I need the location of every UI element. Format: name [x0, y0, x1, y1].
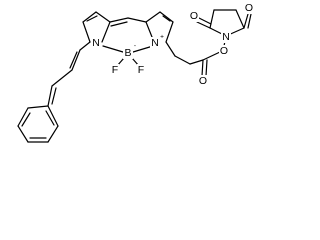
fluorine-left-label: F [112, 64, 118, 76]
butadienyl-chain [47, 49, 81, 107]
boron-charge: - [134, 43, 136, 50]
propanoate-linker [165, 41, 221, 77]
fluorine-right-label: F [138, 64, 144, 76]
left-pyrrole-ring [79, 11, 111, 51]
imide-oxygen-top-right-label: O [245, 2, 253, 14]
ester-oxygen-label: O [220, 45, 228, 57]
meso-bridge [109, 17, 147, 27]
succinimide-nitrogen-label: N [222, 31, 230, 43]
boron-label: B [124, 47, 131, 59]
nitrogen-left-label: N [92, 37, 100, 49]
phenyl-ring [17, 105, 59, 143]
bodipy-nhs-ester-structure: N N + B - F F O O N O O [17, 2, 254, 143]
carbonyl-oxygen-label: O [199, 75, 207, 87]
nitrogen-right-label: N [151, 37, 159, 49]
imide-oxygen-top-left-label: O [190, 10, 198, 22]
nitrogen-right-charge: + [160, 34, 164, 41]
